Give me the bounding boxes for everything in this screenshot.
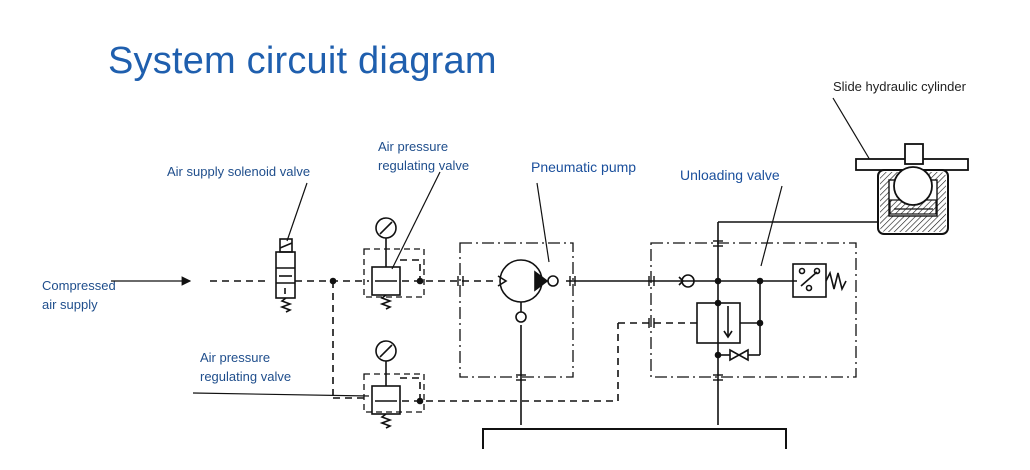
enclosures <box>363 242 857 413</box>
label-compressed-air-line2: air supply <box>42 297 98 312</box>
leader-lines <box>111 97 871 397</box>
label-compressed-air-supply: Compressed air supply <box>42 276 116 314</box>
air-pressure-regulating-valve-bottom-symbol <box>371 340 424 429</box>
label-air-pressure-regulating-valve-top: Air pressure regulating valve <box>378 137 469 175</box>
label-aprv-bottom-line1: Air pressure <box>200 350 271 365</box>
pneumatic-pump-symbol <box>497 259 559 323</box>
label-pneumatic-pump: Pneumatic pump <box>531 159 637 175</box>
air-pressure-regulating-valve-top-symbol <box>329 217 424 310</box>
label-aprv-top-line1: Air pressure <box>378 139 449 154</box>
label-slide-hydraulic-cylinder: Slide hydraulic cylinder <box>833 79 966 94</box>
diagram-title: System circuit diagram <box>108 40 497 82</box>
air-supply-solenoid-valve-symbol <box>275 238 296 313</box>
label-compressed-air-line1: Compressed <box>42 278 116 293</box>
label-aprv-bottom-line2: regulating valve <box>200 369 292 384</box>
unloading-valve-symbol <box>678 263 847 362</box>
label-aprv-top-line2: regulating valve <box>378 158 470 173</box>
label-air-pressure-regulating-valve-bottom: Air pressure regulating valve <box>200 348 291 386</box>
slide-hydraulic-cylinder-symbol <box>855 143 969 235</box>
connector-ticks <box>457 240 723 381</box>
label-air-supply-solenoid-valve: Air supply solenoid valve <box>167 164 311 179</box>
label-unloading-valve: Unloading valve <box>680 167 780 183</box>
